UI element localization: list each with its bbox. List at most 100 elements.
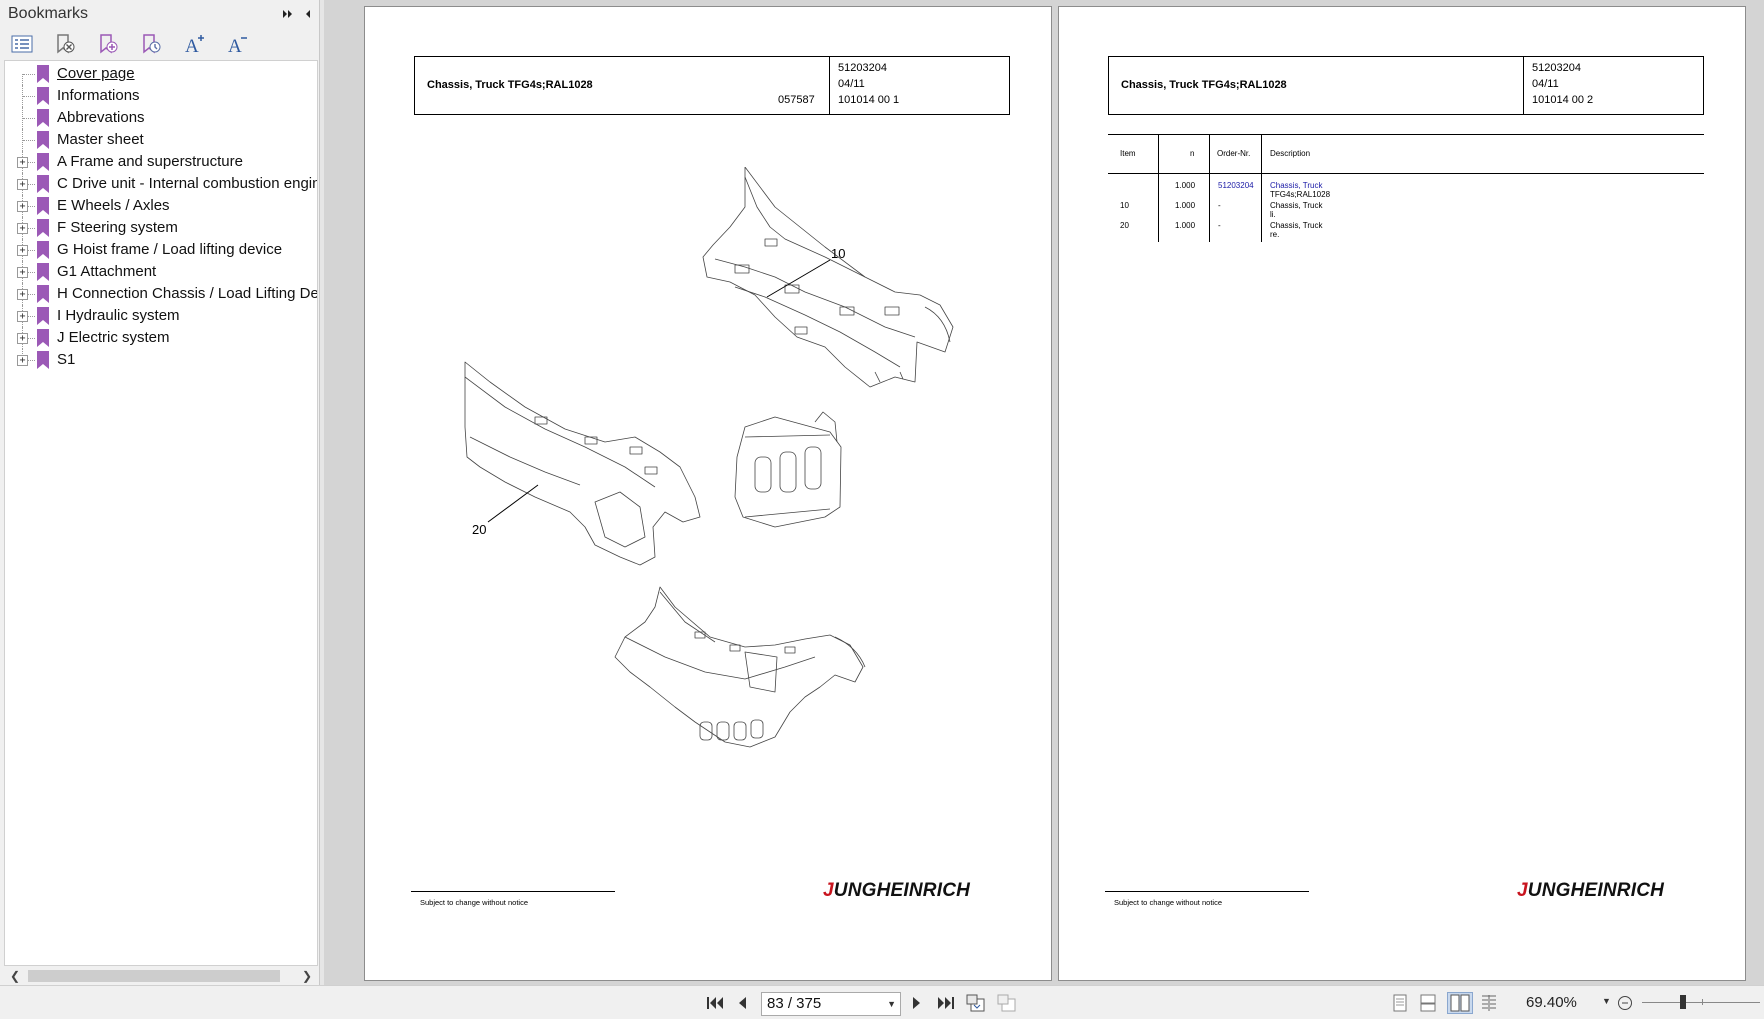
panel-splitter[interactable] <box>320 0 324 985</box>
zoom-out-icon[interactable] <box>1616 994 1634 1012</box>
bookmark-item[interactable]: +G1 Attachment <box>5 261 317 283</box>
cell-description: re. <box>1270 230 1280 239</box>
bookmark-item[interactable]: Master sheet <box>5 129 317 151</box>
bookmark-item[interactable]: + F Steering system <box>5 217 317 239</box>
bookmark-icon <box>37 131 49 149</box>
single-page-view-icon[interactable] <box>1390 994 1410 1012</box>
page-title: Chassis, Truck TFG4s;RAL1028 <box>427 79 593 91</box>
bookmark-item[interactable]: + G Hoist frame / Load lifting device <box>5 239 317 261</box>
cell-order-link[interactable]: 51203204 <box>1218 181 1254 190</box>
bookmark-label: Master sheet <box>57 131 144 148</box>
expand-toggle-icon[interactable]: + <box>17 179 28 190</box>
jungheinrich-logo: JUNGHEINRICH <box>1517 880 1665 901</box>
revision-date: 04/11 <box>838 78 865 90</box>
page-number-input[interactable]: 83 / 375 ▼ <box>761 992 901 1016</box>
add-bookmark-icon[interactable] <box>96 32 120 56</box>
next-page-icon[interactable] <box>908 994 926 1012</box>
part-number: 51203204 <box>1532 62 1581 74</box>
expand-toggle-icon[interactable]: + <box>17 223 28 234</box>
zoom-level[interactable]: 69.40% <box>1526 994 1577 1011</box>
collapse-panel-icon[interactable] <box>299 5 317 23</box>
bookmark-label: Abbrevations <box>57 109 145 126</box>
expand-toggle-icon[interactable]: + <box>17 267 28 278</box>
bookmark-item[interactable]: +I Hydraulic system <box>5 305 317 327</box>
bookmark-label: G Hoist frame / Load lifting device <box>57 241 283 258</box>
sheet-number: 101014 00 2 <box>1532 94 1594 106</box>
jungheinrich-logo: JUNGHEINRICH <box>823 880 971 901</box>
bookmark-icon <box>37 197 49 215</box>
bookmark-label: Cover page <box>57 65 135 82</box>
next-view-icon[interactable] <box>996 994 1018 1012</box>
previous-view-icon[interactable] <box>965 994 987 1012</box>
expand-toggle-icon[interactable]: + <box>17 333 28 344</box>
bookmark-icon <box>37 219 49 237</box>
cell-order: - <box>1218 201 1221 210</box>
expand-toggle-icon[interactable]: + <box>17 355 28 366</box>
scroll-left-icon[interactable]: ❮ <box>9 968 21 983</box>
title-block-divider <box>829 57 830 114</box>
document-page-left: Chassis, Truck TFG4s;RAL1028 057587 5120… <box>364 6 1052 981</box>
expand-toggle-icon[interactable]: + <box>17 201 28 212</box>
bookmark-label: C Drive unit - Internal combustion engin… <box>57 175 318 192</box>
bookmark-label: Informations <box>57 87 140 104</box>
col-header-n: n <box>1190 149 1195 158</box>
bookmark-item[interactable]: +H Connection Chassis / Load Lifting Dev… <box>5 283 317 305</box>
expand-toggle-icon[interactable]: + <box>17 157 28 168</box>
delete-bookmark-icon[interactable] <box>53 32 77 56</box>
expand-toggle-icon[interactable]: + <box>17 289 28 300</box>
bookmark-item[interactable]: Abbrevations <box>5 107 317 129</box>
chassis-part-20 <box>464 361 701 566</box>
leader-line-20 <box>487 484 539 523</box>
revision-date: 04/11 <box>1532 78 1559 90</box>
last-page-icon[interactable] <box>935 994 957 1012</box>
bookmark-icon <box>37 329 49 347</box>
expand-toggle-icon[interactable]: + <box>17 245 28 256</box>
zoom-dropdown-icon[interactable]: ▼ <box>1602 996 1611 1006</box>
bookmark-icon <box>37 65 49 83</box>
bookmark-item[interactable]: + E Wheels / Axles <box>5 195 317 217</box>
scroll-thumb[interactable] <box>28 970 280 982</box>
horizontal-scrollbar[interactable]: ❮ ❯ <box>4 966 318 985</box>
title-block: Chassis, Truck TFG4s;RAL1028 51203204 04… <box>1108 56 1704 115</box>
bookmark-item[interactable]: + C Drive unit - Internal combustion engi… <box>5 173 317 195</box>
bookmark-item[interactable]: +A Frame and superstructure <box>5 151 317 173</box>
expand-all-icon[interactable] <box>10 32 34 56</box>
bookmark-item[interactable]: +S1 <box>5 349 317 371</box>
scroll-right-icon[interactable]: ❯ <box>301 968 313 983</box>
bookmark-icon <box>37 153 49 171</box>
bookmark-label: E Wheels / Axles <box>57 197 170 214</box>
bookmark-item[interactable]: Cover page <box>5 63 317 85</box>
previous-page-icon[interactable] <box>733 994 751 1012</box>
callout-20: 20 <box>472 522 486 537</box>
bookmark-icon <box>37 263 49 281</box>
decrease-font-icon[interactable]: A <box>225 32 249 56</box>
first-page-icon[interactable] <box>704 994 726 1012</box>
sheet-number: 101014 00 1 <box>838 94 900 106</box>
cell-n: 1.000 <box>1175 201 1196 210</box>
callout-10: 10 <box>831 246 845 261</box>
bookmark-properties-icon[interactable] <box>139 32 163 56</box>
page-dropdown-icon[interactable]: ▼ <box>887 999 896 1009</box>
continuous-view-icon[interactable] <box>1418 994 1438 1012</box>
bookmark-label: J Electric system <box>57 329 170 346</box>
footer-rule <box>411 891 615 892</box>
bookmarks-header: Bookmarks <box>0 0 319 28</box>
chassis-part-10 <box>702 167 954 388</box>
scroll-track[interactable] <box>26 967 296 984</box>
svg-text:A: A <box>228 36 242 55</box>
cell-description: li. <box>1270 210 1276 219</box>
zoom-slider-track[interactable] <box>1642 1002 1760 1003</box>
zoom-slider-thumb[interactable] <box>1680 995 1686 1009</box>
bookmark-item[interactable]: Informations <box>5 85 317 107</box>
bookmark-label: F Steering system <box>57 219 178 236</box>
facing-view-icon[interactable] <box>1447 992 1473 1014</box>
increase-font-icon[interactable]: A <box>182 32 206 56</box>
bookmarks-toolbar: A A <box>0 28 319 60</box>
col-header-order: Order-Nr. <box>1217 149 1251 158</box>
pin-panel-icon[interactable] <box>279 5 297 23</box>
expand-toggle-icon[interactable]: + <box>17 311 28 322</box>
bookmark-item[interactable]: + J Electric system <box>5 327 317 349</box>
cell-description-link[interactable]: Chassis, Truck <box>1270 181 1323 190</box>
continuous-facing-view-icon[interactable] <box>1479 994 1499 1012</box>
